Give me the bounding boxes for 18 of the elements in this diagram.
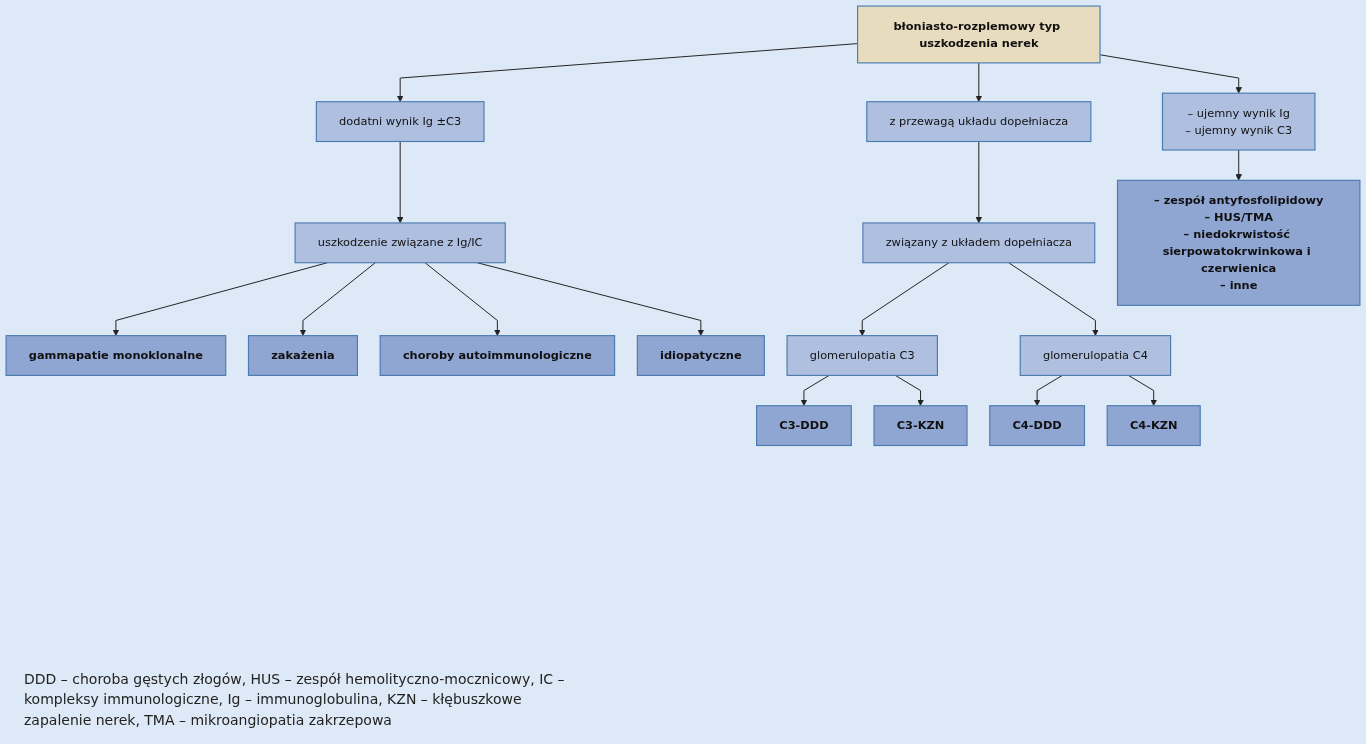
node-box: błoniasto-rozplemowy typ uszkodzenia nerek xyxy=(857,5,1101,64)
node-box: – zespół antyfosfolipidowy – HUS/TMA – niedokrwistość sierpowatokrwinkowa i czerwienica – inne xyxy=(1116,179,1361,306)
node-box: glomerulopatia C3 xyxy=(786,335,938,376)
node-box: glomerulopatia C4 xyxy=(1019,335,1172,376)
node-box: związany z układem dopełniacza xyxy=(862,222,1096,264)
node-box: z przewagą układu dopełniacza xyxy=(866,101,1092,143)
node-box: uszkodzenie związane z Ig/IC xyxy=(294,222,506,264)
node-box: idiopatyczne xyxy=(636,335,765,376)
node-box: – ujemny wynik Ig – ujemny wynik C3 xyxy=(1161,92,1316,151)
node-box: zakażenia xyxy=(247,335,358,376)
node-box: choroby autoimmunologiczne xyxy=(379,335,616,376)
node-box: dodatni wynik Ig ±C3 xyxy=(315,101,485,143)
node-box: gammapatie monoklonalne xyxy=(5,335,227,376)
node-box: C4-KZN xyxy=(1106,405,1201,447)
node-box: C3-KZN xyxy=(873,405,968,447)
footnote: DDD – choroba gęstych złogów, HUS – zespół hemolityczno-mocznicowy, IC – kompleksy immunologiczne, Ig – immunoglobulina, KZN – kłębuszkowe zapalenie nerek, TMA – mikroangiopatia zakrzepowa xyxy=(24,670,566,730)
node-box: C3-DDD xyxy=(756,405,852,447)
node-box: C4-DDD xyxy=(989,405,1086,447)
